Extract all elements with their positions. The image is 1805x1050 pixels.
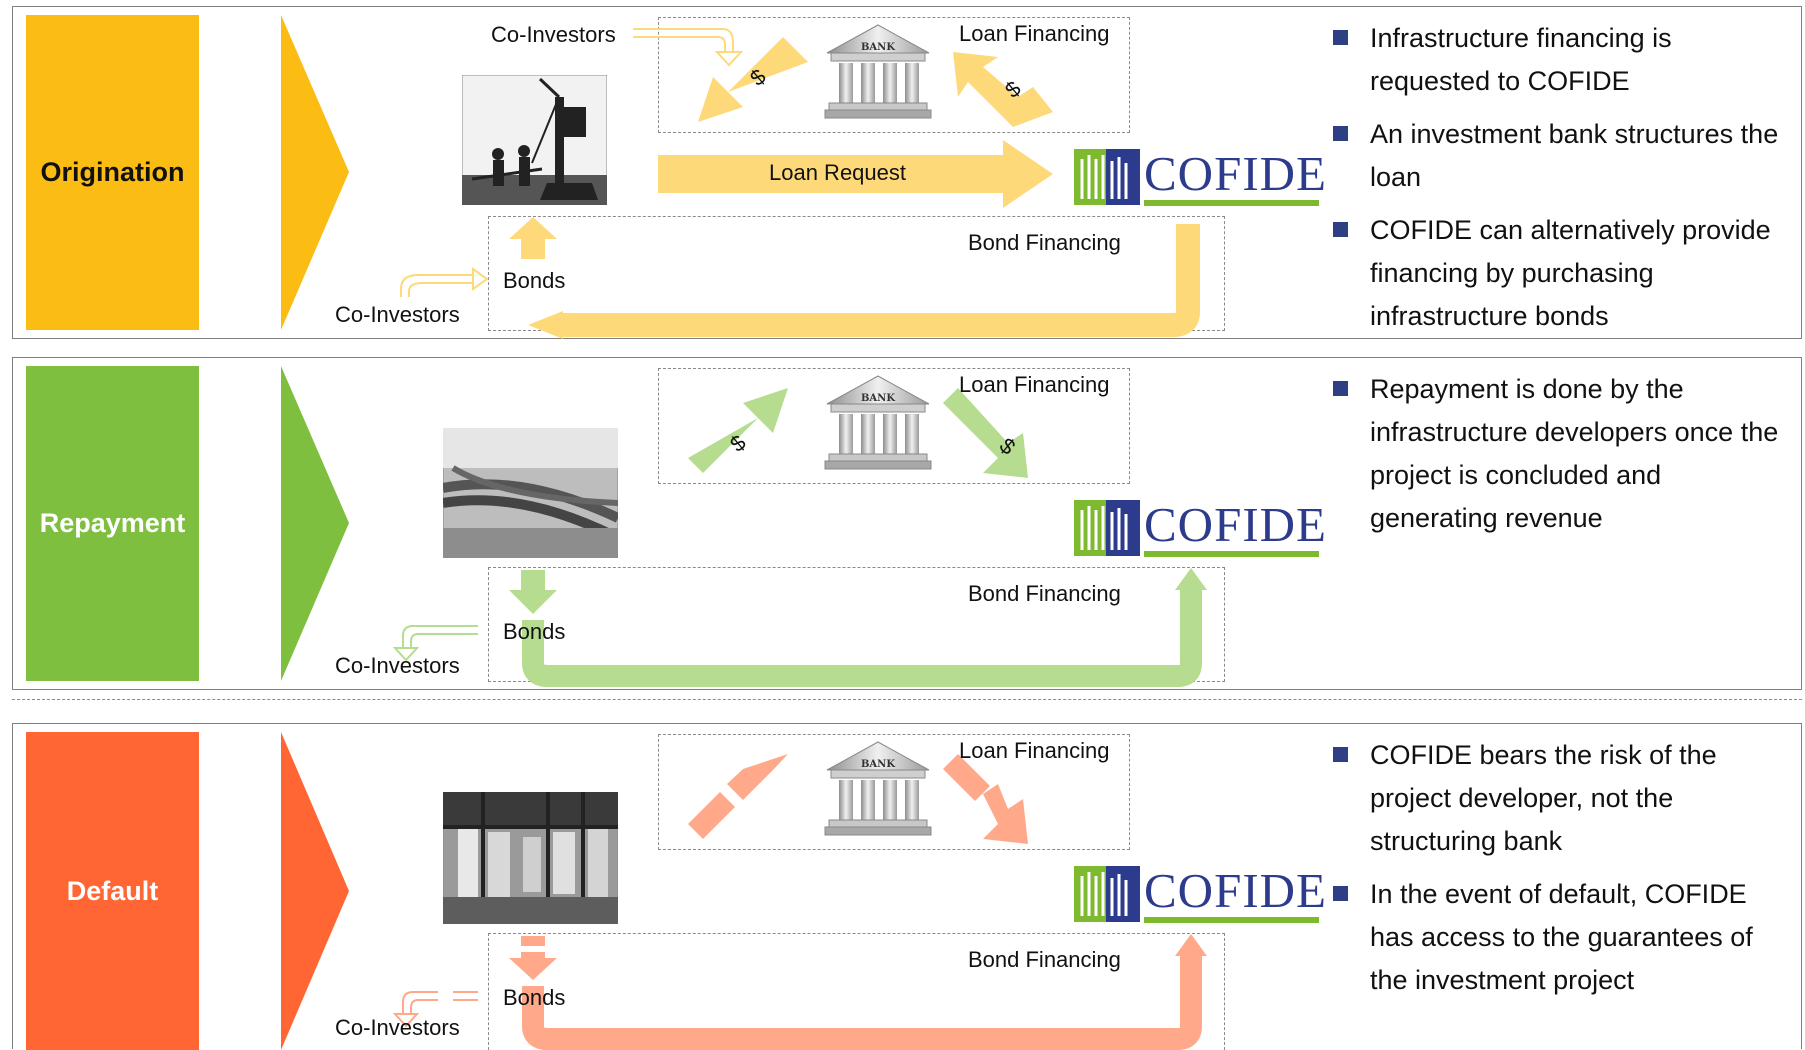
repayment-chevron [281, 366, 349, 681]
loan-financing-box [658, 734, 1130, 850]
bonds-label: Bonds [503, 985, 566, 1010]
origination-bullets: Infrastructure financing is requested to… [1321, 17, 1791, 348]
bank-icon: BANK [824, 741, 932, 836]
origination-bullet: An investment bank structures the loan [1321, 113, 1791, 199]
bond-financing-label: Bond Financing [968, 947, 1121, 972]
co-investors-label: Co-Investors [335, 1015, 460, 1040]
default-arrows [392, 754, 1207, 1050]
bond-financing-loop [522, 588, 1202, 687]
origination-panel: Origination BANK [12, 6, 1802, 339]
default-bullet: COFIDE bears the risk of the project dev… [1321, 734, 1791, 863]
cofide-mark-icon [1074, 149, 1140, 205]
bank-label: BANK [861, 393, 895, 404]
broken-arrow-to-cofide [943, 754, 990, 801]
cofide-mark-icon [1074, 500, 1140, 556]
cofide-mark-icon [1074, 866, 1140, 922]
origination-bullet: COFIDE can alternatively provide financi… [1321, 209, 1791, 338]
repayment-bullets: Repayment is done by the infrastructure … [1321, 368, 1791, 550]
co-investors-top-label: Co-Investors [491, 22, 616, 47]
default-title: Default [66, 875, 159, 906]
cofide-logo-text: COFIDE [1144, 863, 1327, 918]
cofide-logo-text: COFIDE [1144, 146, 1327, 201]
loan-financing-label: Loan Financing [959, 372, 1110, 397]
bonds-down-arrow [509, 570, 557, 614]
cofide-logo-text: COFIDE [1144, 497, 1327, 552]
loan-financing-box [658, 368, 1130, 484]
cofide-logo: COFIDE [1074, 497, 1326, 558]
default-bullet: In the event of default, COFIDE has acce… [1321, 873, 1791, 1002]
origination-phase-block: Origination [26, 15, 199, 330]
repayment-title: Repayment [39, 508, 186, 538]
bond-financing-box [488, 933, 1225, 1050]
cofide-logo-bar [1144, 917, 1319, 923]
repayment-arrows: $ $ [392, 388, 1207, 687]
bank-icon: BANK [824, 375, 932, 470]
co-investors-label: Co-Investors [335, 653, 460, 678]
cofide-logo: COFIDE [1074, 146, 1326, 207]
loan-financing-label: Loan Financing [959, 21, 1110, 46]
origination-title: Origination [40, 157, 185, 187]
loan-financing-label: Loan Financing [959, 738, 1110, 763]
repayment-bullet: Repayment is done by the infrastructure … [1321, 368, 1791, 540]
loan-request-arrow [658, 140, 1053, 208]
repayment-phase-block: Repayment [26, 366, 199, 681]
default-phase-block: Default [26, 732, 199, 1050]
bond-financing-loop [561, 224, 1200, 337]
bonds-label: Bonds [503, 619, 566, 644]
co-investors-broken-arrow [453, 991, 478, 1001]
co-investors-top-arrow [633, 28, 734, 52]
bonds-label: Bonds [503, 268, 566, 293]
default-chevron [281, 732, 349, 1050]
loan-request-label: Loan Request [769, 160, 906, 185]
broken-bonds-arrow [521, 936, 545, 946]
cofide-logo: COFIDE [1074, 863, 1326, 924]
bank-to-cofide-arrow [943, 388, 1028, 478]
bank-label: BANK [861, 759, 895, 770]
bond-financing-label: Bond Financing [968, 230, 1121, 255]
dollar-sign-left: $ [725, 430, 750, 457]
broken-arrow-to-bank [688, 792, 735, 839]
bond-financing-loop [522, 954, 1202, 1050]
bonds-up-arrow [509, 217, 557, 259]
bank-label: BANK [861, 42, 895, 53]
repayment-panel: Repayment BANK COFIDE [12, 357, 1802, 690]
bank-icon: BANK [824, 24, 932, 119]
construction-photo [462, 75, 607, 205]
developer-to-bank-arrow [688, 388, 788, 473]
bank-to-developer-arrow [698, 37, 808, 122]
default-bullets: COFIDE bears the risk of the project dev… [1321, 734, 1791, 1012]
co-investors-bottom-arrow [400, 274, 473, 297]
co-investors-out-arrow [402, 625, 478, 648]
default-panel: Default BANK COFIDE [12, 723, 1802, 1050]
origination-arrows: $ $ [400, 28, 1200, 339]
bond-financing-label: Bond Financing [968, 581, 1121, 606]
origination-chevron [281, 15, 349, 330]
abandoned-factory-photo [443, 792, 618, 924]
co-investors-bottom-label: Co-Investors [335, 302, 460, 327]
cofide-to-bank-arrow [953, 52, 1053, 127]
origination-bullet: Infrastructure financing is requested to… [1321, 17, 1791, 103]
loan-financing-box [658, 17, 1130, 133]
default-separator [12, 699, 1802, 700]
cofide-logo-bar [1144, 200, 1319, 206]
highway-photo [443, 428, 618, 558]
cofide-logo-bar [1144, 551, 1319, 557]
